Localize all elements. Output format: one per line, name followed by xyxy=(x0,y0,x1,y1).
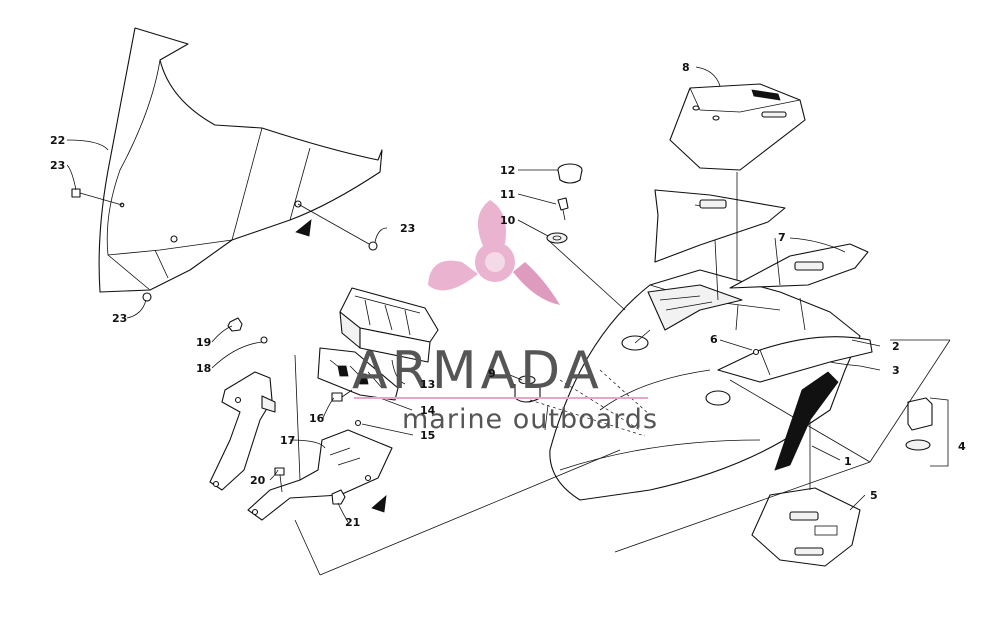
decal-upper-left xyxy=(654,189,786,263)
callout-20: 20 xyxy=(250,474,266,487)
screw-23-right xyxy=(297,203,378,251)
callout-23-left: 23 xyxy=(50,159,65,172)
callout-11: 11 xyxy=(500,188,515,201)
floor-mat xyxy=(751,487,861,567)
gauge-bracket xyxy=(317,347,399,401)
mount-bracket-left xyxy=(209,371,276,491)
callout-8: 8 xyxy=(682,61,690,74)
callout-13: 13 xyxy=(420,378,435,391)
callout-17: 17 xyxy=(280,434,295,447)
watermark-tagline: marine outboards xyxy=(402,404,658,435)
callout-16: 16 xyxy=(309,412,325,425)
screw-20 xyxy=(274,467,285,493)
decal-upper-right xyxy=(729,243,869,289)
callout-6: 6 xyxy=(710,333,718,346)
storage-lid xyxy=(669,83,806,171)
callout-7: 7 xyxy=(778,231,786,244)
callout-1: 1 xyxy=(844,455,852,468)
callout-23-bottom: 23 xyxy=(112,312,127,325)
nut-19 xyxy=(227,317,243,332)
console xyxy=(549,269,861,501)
callout-leaders xyxy=(66,66,881,523)
callout-21: 21 xyxy=(345,516,360,529)
armada-logo xyxy=(428,200,560,305)
washer-18 xyxy=(260,336,268,344)
mount-bracket-right xyxy=(247,429,393,521)
callout-5: 5 xyxy=(870,489,878,502)
nut-21 xyxy=(331,489,346,505)
callout-12: 12 xyxy=(500,164,515,177)
callout-18: 18 xyxy=(196,362,211,375)
screw-23-left xyxy=(71,188,123,206)
screw-16 xyxy=(331,389,353,402)
callout-3: 3 xyxy=(892,364,900,377)
key-11 xyxy=(557,197,569,221)
cover-panel xyxy=(717,336,873,383)
callout-2: 2 xyxy=(892,340,900,353)
switch-assembly xyxy=(905,397,933,451)
callout-15: 15 xyxy=(420,429,435,442)
callout-9: 9 xyxy=(488,367,496,380)
callout-14: 14 xyxy=(420,404,436,417)
screw-23-bottom xyxy=(142,292,152,302)
gauge-assembly xyxy=(339,287,439,363)
nut-10 xyxy=(546,232,568,244)
callout-23-right: 23 xyxy=(400,222,415,235)
cap-12 xyxy=(557,163,583,184)
callout-4: 4 xyxy=(958,440,966,453)
watermark-brand: ARMADA xyxy=(352,341,603,401)
callout-22: 22 xyxy=(50,134,65,147)
callout-10: 10 xyxy=(500,214,516,227)
callouts: 1 2 3 4 5 6 7 8 9 10 11 12 13 14 15 16 1… xyxy=(50,61,966,529)
callout-19: 19 xyxy=(196,336,211,349)
windshield xyxy=(98,27,383,293)
clip-15 xyxy=(354,419,362,427)
leader-lines xyxy=(294,172,951,576)
